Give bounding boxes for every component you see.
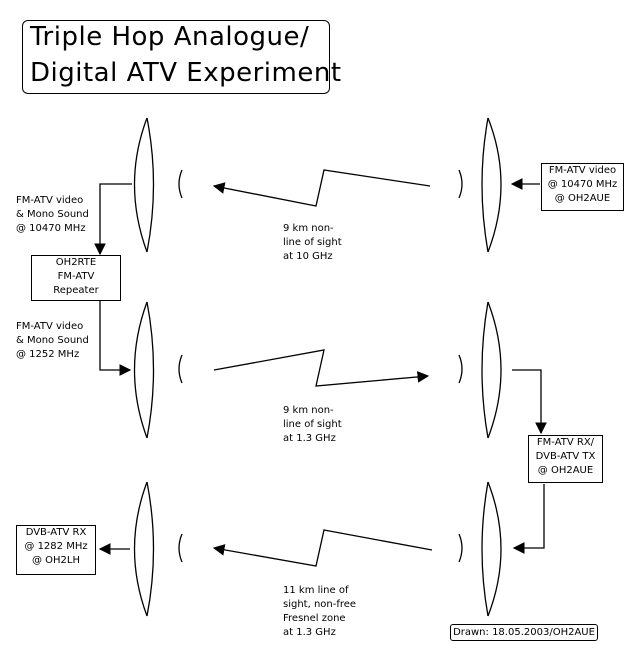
hop2-left-dish [133, 301, 183, 439]
hop2-path-label: 9 km non- line of sight at 1.3 GHz [283, 405, 342, 444]
converter-box: FM-ATV RX/ DVB-ATV TX @ OH2AUE [528, 435, 603, 483]
hop3-receiver-box: DVB-ATV RX @ 1282 MHz @ OH2LH [16, 525, 96, 575]
hop3-path-label: 11 km line of sight, non-free Fresnel zo… [283, 585, 357, 638]
hop1-left-dish [133, 117, 183, 253]
hop3-left-dish [133, 481, 183, 617]
hop1-radio-link [212, 169, 431, 207]
hop1-received-label: FM-ATV video & Mono Sound @ 10470 MHz [16, 195, 89, 234]
hop1-source-box: FM-ATV video @ 10470 MHz @ OH2AUE [541, 163, 624, 211]
title-line-2: Digital ATV Experiment [30, 58, 342, 88]
repeater-box: OH2RTE FM-ATV Repeater [31, 255, 121, 301]
hop2-rx-feed-arrow [512, 369, 547, 435]
title-box [22, 20, 330, 94]
hop1-path-label: 9 km non- line of sight at 10 GHz [283, 223, 342, 262]
hop3-tx-feed-arrow [512, 484, 545, 554]
hop2-transmit-label: FM-ATV video & Mono Sound @ 1252 MHz [16, 321, 89, 360]
hop1-right-dish [458, 117, 502, 253]
hop2-right-dish [458, 301, 502, 439]
hop1-rx-feed-arrow [94, 183, 132, 256]
title-line-1: Triple Hop Analogue/ [30, 22, 310, 52]
drawn-credit: Drawn: 18.05.2003/OH2AUE [450, 624, 598, 641]
hop2-radio-link [213, 349, 430, 387]
hop3-radio-link [212, 529, 433, 567]
hop2-tx-feed-arrow [99, 300, 132, 376]
hop3-right-dish [458, 481, 502, 617]
